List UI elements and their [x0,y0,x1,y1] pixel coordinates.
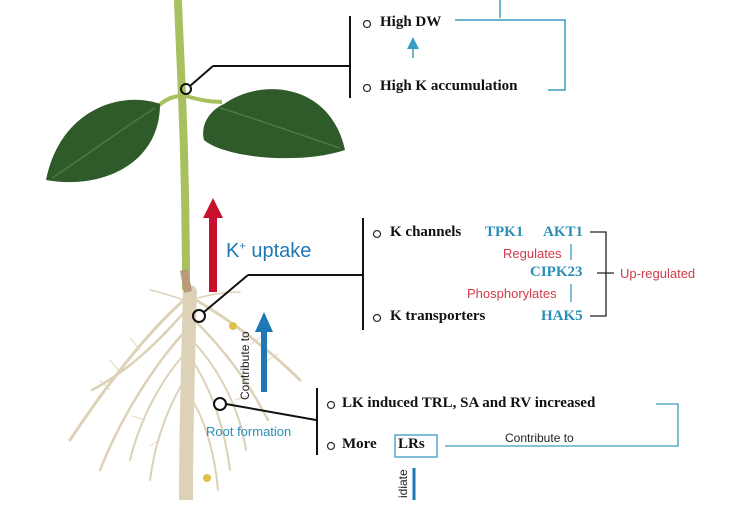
tpk1-gene: TPK1 [485,224,524,240]
shoot-connectors [407,0,566,91]
akt1-gene: AKT1 [543,224,584,240]
cipk23-gene: CIPK23 [530,264,583,280]
phosphorylates-label: Phosphorylates [467,286,557,301]
root-formation-label: Root formation [206,424,292,439]
k-uptake-arrow [203,198,223,292]
callout-circle-shoot [180,83,192,95]
bottom-partial-label: idiate [396,469,410,498]
right-leaf [203,89,345,159]
regulates-label: Regulates [503,246,562,261]
k-channels-label: K channels [390,224,462,240]
lrs-label: LRs [398,436,425,452]
left-leaf [46,99,160,183]
hak5-gene: HAK5 [541,308,583,324]
root-connectors [394,403,679,500]
high-dw-label: High DW [380,14,442,30]
hypocotyl-base [180,269,192,293]
more-label: More [342,436,377,452]
contribute-to-label: Contribute to [505,431,574,445]
root-hairs [99,335,279,447]
callout-circle-formation [213,397,227,411]
up-regulated-label: Up-regulated [620,266,696,281]
nodule-dot [203,474,211,482]
high-k-accumulation-label: High K accumulation [380,78,518,94]
contribute-vertical-label: Contribute to [238,331,252,400]
petiole-right [185,94,223,104]
k-uptake-label: K+ uptake [226,240,312,262]
stem [174,0,190,291]
nodule-dot [229,322,237,330]
k-transporters-label: K transporters [390,308,486,324]
root-system [68,285,302,505]
channel-connectors [590,231,614,317]
callout-circle-root [192,309,206,323]
bullets [326,19,382,451]
contribute-arrow [255,312,273,392]
lk-induced-label: LK induced TRL, SA and RV increased [342,395,596,411]
